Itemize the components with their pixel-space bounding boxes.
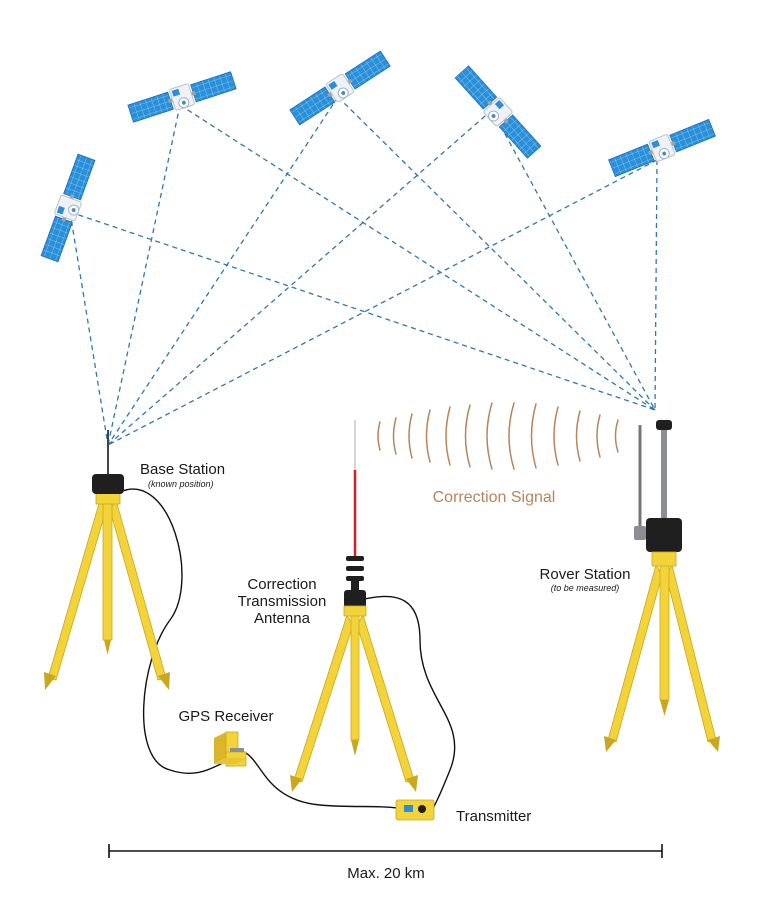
cables bbox=[119, 488, 456, 811]
satellite-icon bbox=[607, 117, 717, 179]
satellite-icon bbox=[453, 64, 543, 160]
satellite-icon bbox=[126, 69, 238, 125]
correction-signal-waves bbox=[377, 402, 619, 470]
antenna-label-line2: Transmission bbox=[238, 593, 327, 610]
base-station-note: (known position) bbox=[148, 479, 214, 489]
base-station-tripod bbox=[44, 430, 170, 690]
rover-station-label: Rover Station bbox=[540, 566, 631, 583]
distance-label: Max. 20 km bbox=[347, 865, 425, 882]
base-station-label: Base Station bbox=[140, 461, 225, 478]
distance-bar bbox=[108, 844, 663, 858]
correction-antenna-tripod bbox=[290, 420, 418, 792]
transmitter-device bbox=[395, 799, 435, 821]
rover-station-note: (to be measured) bbox=[551, 583, 620, 593]
antenna-label-line1: Correction bbox=[247, 576, 316, 593]
transmitter-label: Transmitter bbox=[456, 808, 531, 825]
gps-receiver-label: GPS Receiver bbox=[178, 708, 273, 725]
rover-station-tripod bbox=[604, 420, 720, 752]
satellite-icon bbox=[38, 152, 98, 264]
satellite-icon bbox=[288, 48, 392, 128]
gps-receiver-device bbox=[214, 731, 247, 767]
antenna-label-line3: Antenna bbox=[254, 610, 311, 627]
correction-signal-label: Correction Signal bbox=[433, 489, 556, 506]
satellite-signal-lines bbox=[69, 96, 658, 446]
